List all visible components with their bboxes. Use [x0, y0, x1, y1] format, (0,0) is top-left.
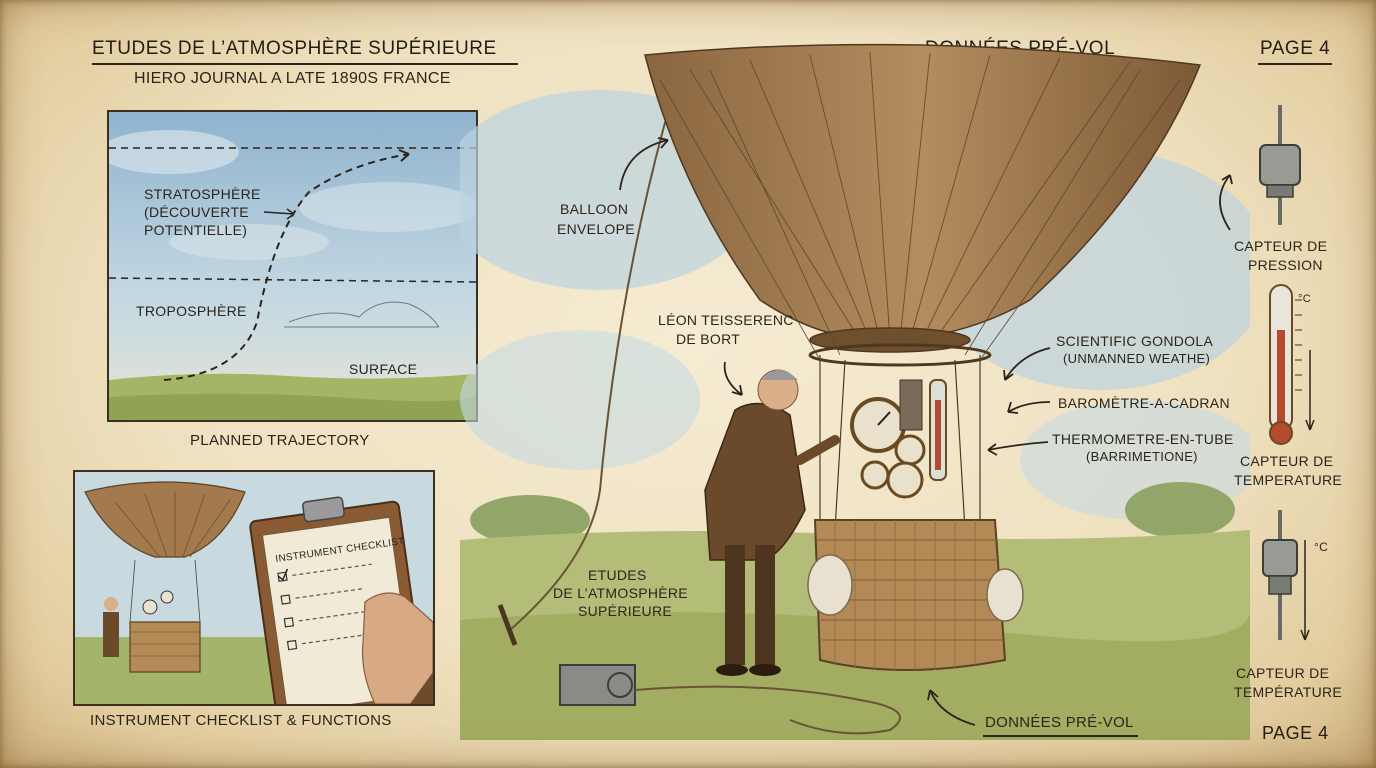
page-title: ETUDES DE L’ATMOSPHÈRE SUPÉRIEURE: [92, 38, 497, 59]
checklist-caption: INSTRUMENT CHECKLIST & FUNCTIONS: [90, 712, 392, 729]
barometer-label: BAROMÈTRE-A-CADRAN: [1058, 395, 1230, 411]
stratosphere-label-2: (DÉCOUVERTE: [144, 204, 249, 220]
temp1-unit: °C: [1298, 293, 1311, 305]
trajectory-caption: PLANNED TRAJECTORY: [190, 432, 370, 449]
troposphere-label: TROPOSPHÈRE: [136, 303, 247, 319]
checklist-illustration: [75, 472, 433, 704]
page-number-underline: [1258, 63, 1332, 65]
pressure-sensor-label-2: PRESSION: [1248, 257, 1323, 273]
temp2-sensor-label-1: CAPTEUR DE: [1236, 665, 1330, 681]
temp1-sensor-label-2: TEMPERATURE: [1234, 472, 1343, 488]
page-subtitle: HIERO JOURNAL A LATE 1890s FRANCE: [134, 70, 451, 87]
temp2-sensor-label-2: TEMPÉRATURE: [1234, 684, 1343, 700]
temp1-sensor-label-1: CAPTEUR DE: [1240, 453, 1334, 469]
ground-label-1: ETUDES: [588, 567, 647, 583]
gondola-label-2: (UNMANNED WEATHE): [1063, 351, 1211, 366]
trajectory-panel: STRATOSPHÈRE (DÉCOUVERTE POTENTIELLE) TR…: [107, 110, 478, 422]
trajectory-illustration: [109, 112, 476, 420]
balloon-envelope-label-1: BALLOON: [560, 201, 629, 217]
sensor-column: [1219, 105, 1315, 641]
bottom-section-underline: [983, 735, 1138, 737]
temperature-probe-icon: [1262, 510, 1310, 641]
thermometer-label-2: (BARRIMETIONE): [1086, 449, 1198, 464]
surface-label: SURFACE: [349, 361, 418, 377]
temp2-unit: °C: [1314, 540, 1329, 554]
gondola-label-1: SCIENTIFIC GONDOLA: [1056, 333, 1214, 349]
ground-label-2: DE L’ATMOSPHÈRE: [553, 585, 688, 601]
stratosphere-label-1: STRATOSPHÈRE: [144, 186, 261, 202]
person-label-2: DE BORT: [676, 331, 741, 347]
page-number-bottom: PAGE 4: [1262, 723, 1329, 743]
checklist-panel: INSTRUMENT CHECKLIST: [73, 470, 435, 706]
thermometer-icon: [1269, 284, 1315, 445]
pressure-sensor-label-1: CAPTEUR DE: [1234, 238, 1328, 254]
title-underline: [92, 63, 518, 65]
person-label-1: LÉON TEISSERENC: [658, 312, 794, 328]
ground-label-3: SUPÉRIEURE: [578, 603, 673, 619]
pressure-sensor-icon: [1219, 105, 1301, 231]
page-number-top: PAGE 4: [1260, 38, 1331, 59]
thermometer-label-1: THERMOMETRE-EN-TUBE: [1052, 431, 1234, 447]
stratosphere-label-3: POTENTIELLE): [144, 222, 248, 238]
balloon-envelope-label-2: ENVELOPE: [557, 221, 635, 237]
bottom-section-label: DONNÉES PRÉ-VOL: [985, 714, 1134, 731]
balloon-scene: [460, 43, 1250, 740]
